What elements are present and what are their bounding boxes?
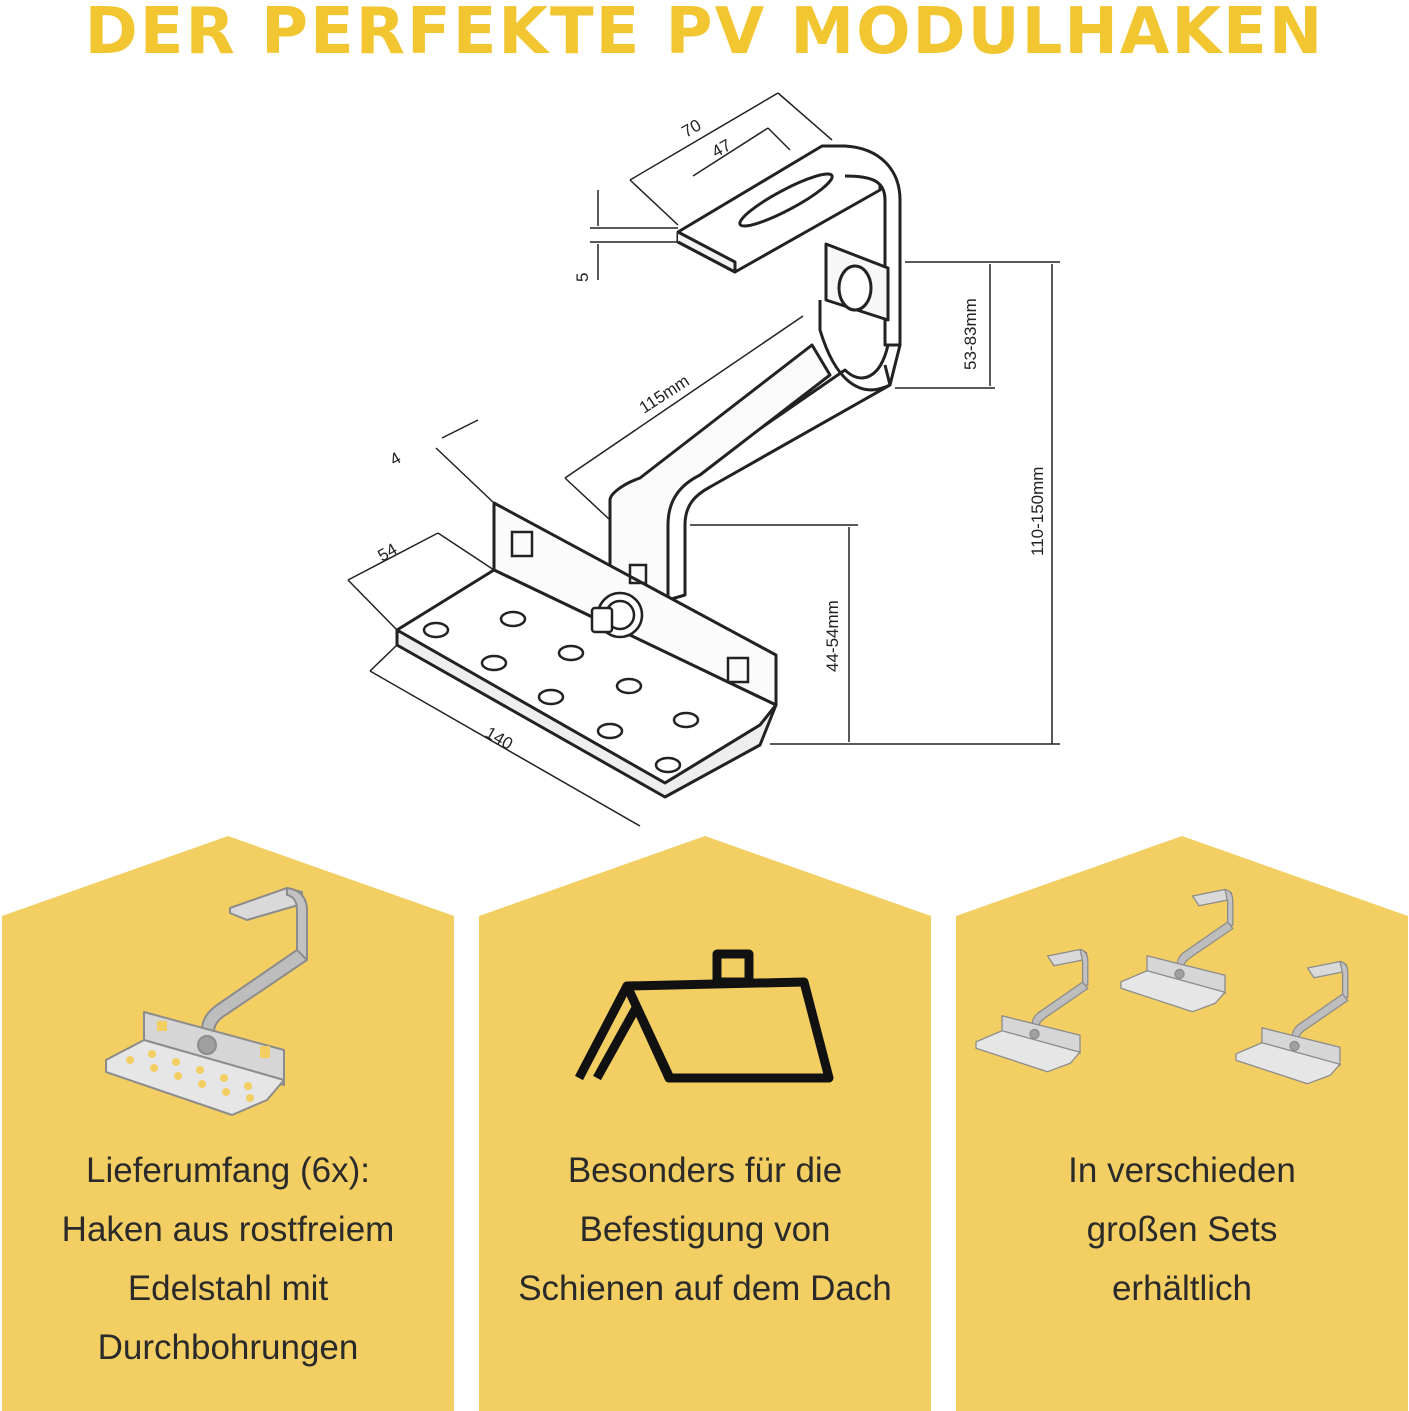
base-hole	[557, 644, 585, 662]
panel-caption: In verschieden großen Sets erhältlich	[956, 1141, 1408, 1318]
base-hole	[596, 722, 624, 740]
square-hole	[628, 563, 648, 585]
base-hole	[615, 677, 643, 695]
panel-caption: Lieferumfang (6x): Haken aus rostfreiem …	[2, 1141, 454, 1377]
dim-base-length: 140	[482, 723, 516, 754]
dim-base-width: 54	[375, 540, 401, 566]
dim-base-thickness: 4	[387, 448, 405, 469]
base-hole	[480, 654, 508, 672]
roof-icon	[575, 949, 834, 1083]
caption-line: großen Sets	[1086, 1210, 1278, 1249]
hook-set-icon	[975, 888, 1349, 1085]
hook-small	[1120, 888, 1234, 1013]
bracket-bolt	[837, 264, 873, 312]
feature-panel-sets: In verschieden großen Sets erhältlich	[956, 836, 1408, 1411]
page-title: DER PERFEKTE PV MODULHAKEN	[84, 0, 1325, 69]
dim-plate-thickness: 5	[573, 273, 592, 282]
panel-background	[479, 836, 931, 1411]
long-arm	[666, 300, 902, 602]
dim-top-length: 70	[679, 116, 705, 142]
feature-panel-delivery: Lieferumfang (6x): Haken aus rostfreiem …	[2, 836, 454, 1411]
caption-line: Haken aus rostfreiem	[61, 1210, 395, 1249]
caption-line: Befestigung von	[579, 1210, 831, 1249]
square-hole	[510, 530, 534, 558]
dim-base-height: 44-54mm	[823, 600, 842, 672]
caption-line: Durchbohrungen	[97, 1328, 359, 1367]
hook-small	[1235, 960, 1349, 1085]
hook-technical-drawing: 70 47 5 115mm 53-83mm 110-150mm 4 54 140…	[347, 92, 1060, 827]
caption-line: erhältlich	[1111, 1269, 1253, 1308]
single-hook-icon	[105, 887, 308, 1116]
base-edge	[395, 628, 778, 799]
base-hole	[537, 688, 565, 706]
dim-adjust-range: 53-83mm	[961, 298, 980, 370]
feature-panel-roof: Besonders für die Befestigung von Schien…	[479, 836, 931, 1411]
dim-total-height: 110-150mm	[1028, 467, 1047, 556]
base-hole	[672, 711, 700, 729]
top-plate-edge	[677, 230, 737, 274]
caption-line: Lieferumfang (6x):	[85, 1151, 371, 1190]
panel-caption: Besonders für die Befestigung von Schien…	[479, 1141, 931, 1318]
caption-line: In verschieden	[1068, 1151, 1296, 1190]
center-bolt	[590, 591, 644, 639]
hook-small	[975, 948, 1089, 1073]
base-hole	[499, 610, 527, 628]
caption-line: Edelstahl mit	[127, 1269, 329, 1308]
square-hole	[726, 656, 750, 684]
caption-line: Schienen auf dem Dach	[518, 1269, 892, 1308]
base-hole	[654, 756, 682, 774]
panel-background	[956, 836, 1408, 1411]
panel-background	[2, 836, 454, 1411]
dim-slot-length: 47	[709, 136, 735, 162]
base-hole	[422, 621, 450, 639]
top-slot	[738, 172, 834, 228]
caption-line: Besonders für die	[567, 1151, 843, 1190]
arm-face	[608, 343, 832, 602]
